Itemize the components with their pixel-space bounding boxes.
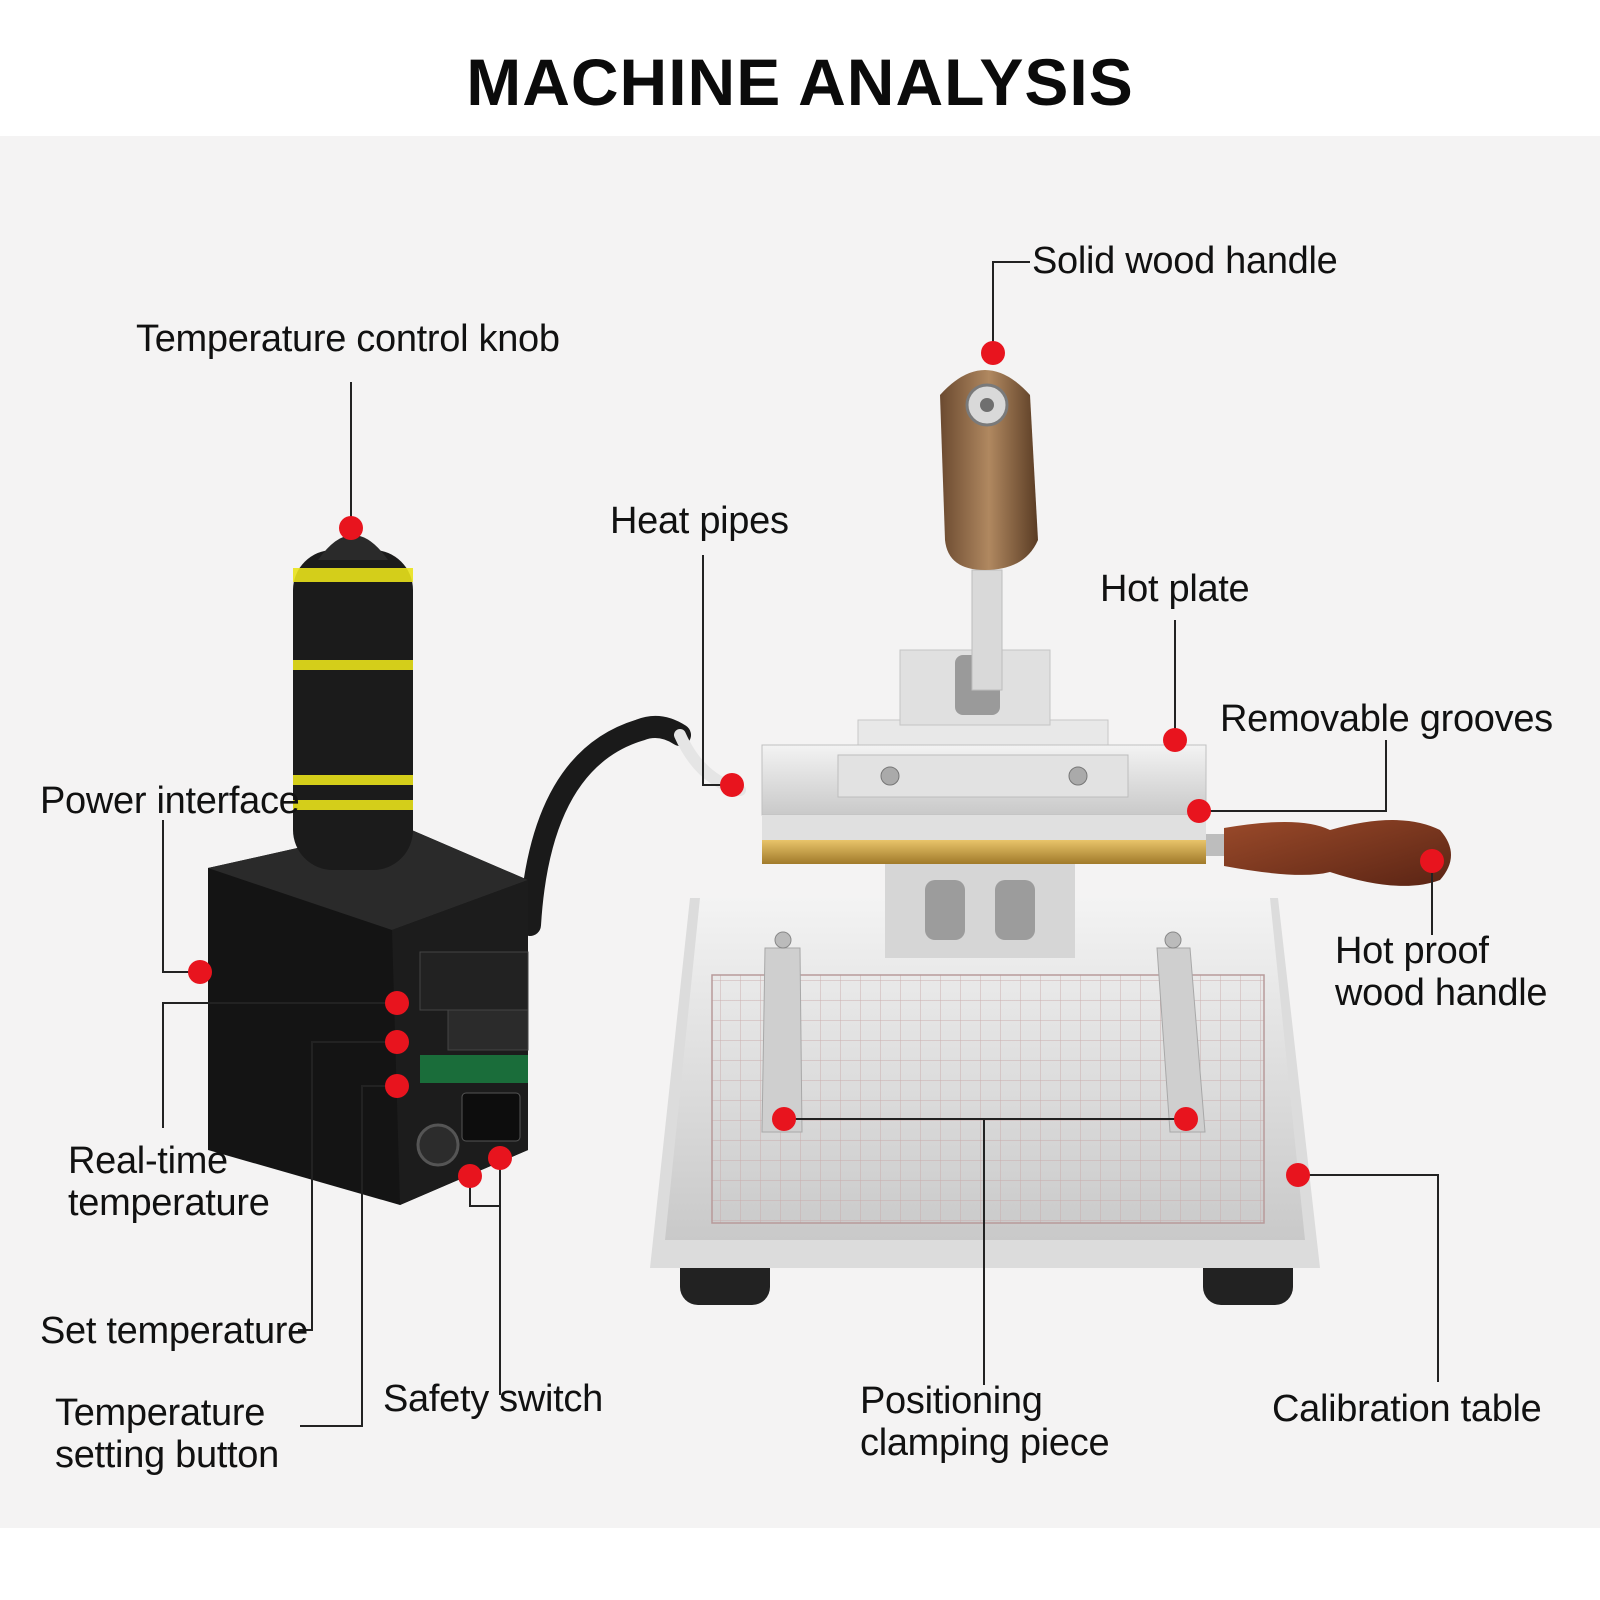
leader-lines xyxy=(162,261,1439,1427)
leader-removable-grooves xyxy=(1199,740,1387,812)
page-title: MACHINE ANALYSIS xyxy=(466,45,1134,119)
marker-dot xyxy=(385,1030,409,1054)
marker-dot xyxy=(1163,728,1187,752)
marker-dot xyxy=(385,991,409,1015)
press-head-shape xyxy=(761,569,1207,958)
positioning-clamp-shapes xyxy=(761,931,1206,1133)
marker-dot xyxy=(385,1074,409,1098)
leader-set-temperature xyxy=(298,1041,397,1331)
markers xyxy=(188,341,1444,1188)
marker-dot xyxy=(488,1146,512,1170)
title-band xyxy=(0,0,1600,136)
marker-dot xyxy=(458,1164,482,1188)
label-calibration-table: Calibration table xyxy=(1272,1388,1542,1430)
leader-power-interface xyxy=(162,820,200,973)
marker-dot xyxy=(1187,799,1211,823)
marker-dot xyxy=(772,1107,796,1131)
label-set-temperature: Set temperature xyxy=(40,1310,308,1352)
label-temperature-control-knob: Temperature control knob xyxy=(136,318,560,360)
label-temperature-setting-button: Temperature setting button xyxy=(55,1392,279,1476)
label-positioning-clamping-piece: Positioning clamping piece xyxy=(860,1380,1110,1464)
calibration-table-shape xyxy=(650,898,1320,1305)
leader-real-time-temperature xyxy=(162,1002,397,1128)
label-hot-plate: Hot plate xyxy=(1100,568,1250,610)
marker-dot xyxy=(339,516,363,540)
marker-dot xyxy=(1174,1107,1198,1131)
label-power-interface: Power interface xyxy=(40,780,300,822)
label-heat-pipes: Heat pipes xyxy=(610,500,789,542)
hot-proof-handle-shape xyxy=(1206,820,1451,886)
leader-solid-wood-handle xyxy=(992,261,1030,353)
controller-box-shape xyxy=(208,715,746,1205)
marker-dot xyxy=(981,341,1005,365)
leader-temperature-setting-button xyxy=(300,1085,397,1427)
solid-wood-handle-shape xyxy=(940,370,1038,570)
label-solid-wood-handle: Solid wood handle xyxy=(1032,240,1338,282)
label-safety-switch: Safety switch xyxy=(383,1378,603,1420)
marker-dot xyxy=(720,773,744,797)
leader-calibration-table xyxy=(1298,1174,1439,1382)
label-removable-grooves: Removable grooves xyxy=(1220,698,1553,740)
label-real-time-temperature: Real-time temperature xyxy=(68,1140,270,1224)
temperature-control-knob-shape xyxy=(293,535,413,870)
bottom-band xyxy=(0,1528,1600,1600)
marker-dot xyxy=(1420,849,1444,873)
leader-heat-pipes xyxy=(702,555,732,786)
label-hot-proof-wood-handle: Hot proof wood handle xyxy=(1335,930,1548,1014)
marker-dot xyxy=(1286,1163,1310,1187)
marker-dot xyxy=(188,960,212,984)
